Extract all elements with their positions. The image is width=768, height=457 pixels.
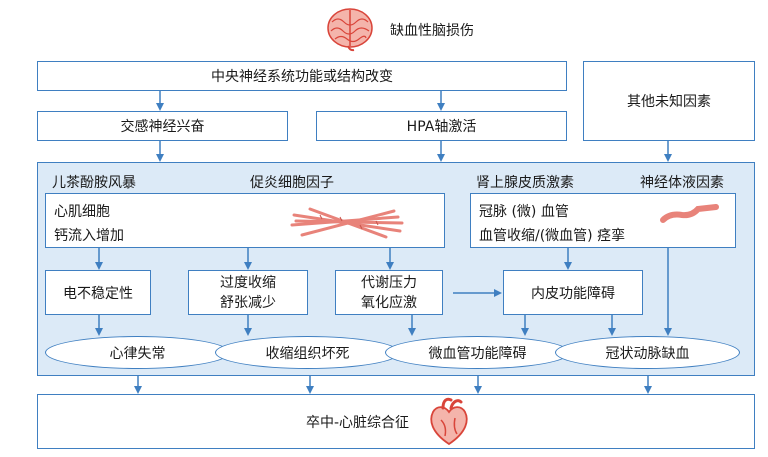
vessel-icon [660, 204, 719, 223]
unknown-factors-box: 其他未知因素 [583, 61, 755, 141]
hpa-box: HPA轴激活 [316, 111, 567, 141]
arrhythmia-ellipse: 心律失常 [45, 336, 230, 369]
corticosteroid-label: 肾上腺皮质激素 [476, 175, 574, 191]
top-title: 缺血性脑损伤 [390, 23, 474, 39]
bottom-title: 卒中-心脏综合征 [306, 415, 410, 431]
coronary-line1: 冠脉 (微) 血管 [479, 204, 569, 220]
muscle-fibers-icon [290, 207, 404, 239]
catecholamine-storm-label: 儿茶酚胺风暴 [52, 175, 136, 191]
endothelial-box: 内皮功能障碍 [503, 270, 643, 315]
excessive-contraction-line1: 过度收缩 [220, 274, 276, 291]
brain-icon [327, 8, 373, 52]
myocardium-box [45, 193, 445, 248]
microvascular-ellipse: 微血管功能障碍 [385, 336, 570, 369]
central-change-box: 中央神经系统功能或结构改变 [37, 61, 567, 91]
coronary-line2: 血管收缩/(微血管) 痉挛 [479, 228, 626, 244]
excessive-contraction-line2: 舒张减少 [220, 294, 276, 311]
electrical-instability-box: 电不稳定性 [45, 270, 151, 315]
myocardium-line1: 心肌细胞 [54, 204, 110, 220]
coronary-box [470, 193, 736, 248]
heart-icon [430, 397, 468, 446]
stroke-heart-box [37, 394, 755, 449]
contraction-necrosis-ellipse: 收缩组织坏死 [215, 336, 400, 369]
coronary-ischemia-ellipse: 冠状动脉缺血 [555, 336, 740, 369]
metabolic-stress-box: 代谢压力 氧化应激 [335, 270, 443, 315]
metabolic-line1: 代谢压力 [361, 274, 417, 291]
excessive-contraction-box: 过度收缩 舒张减少 [188, 270, 308, 315]
inflammatory-label: 促炎细胞因子 [250, 175, 334, 191]
sympathetic-box: 交感神经兴奋 [37, 111, 288, 141]
metabolic-line2: 氧化应激 [361, 294, 417, 311]
myocardium-line2: 钙流入增加 [54, 228, 124, 244]
neurohumoral-label: 神经体液因素 [640, 175, 724, 191]
